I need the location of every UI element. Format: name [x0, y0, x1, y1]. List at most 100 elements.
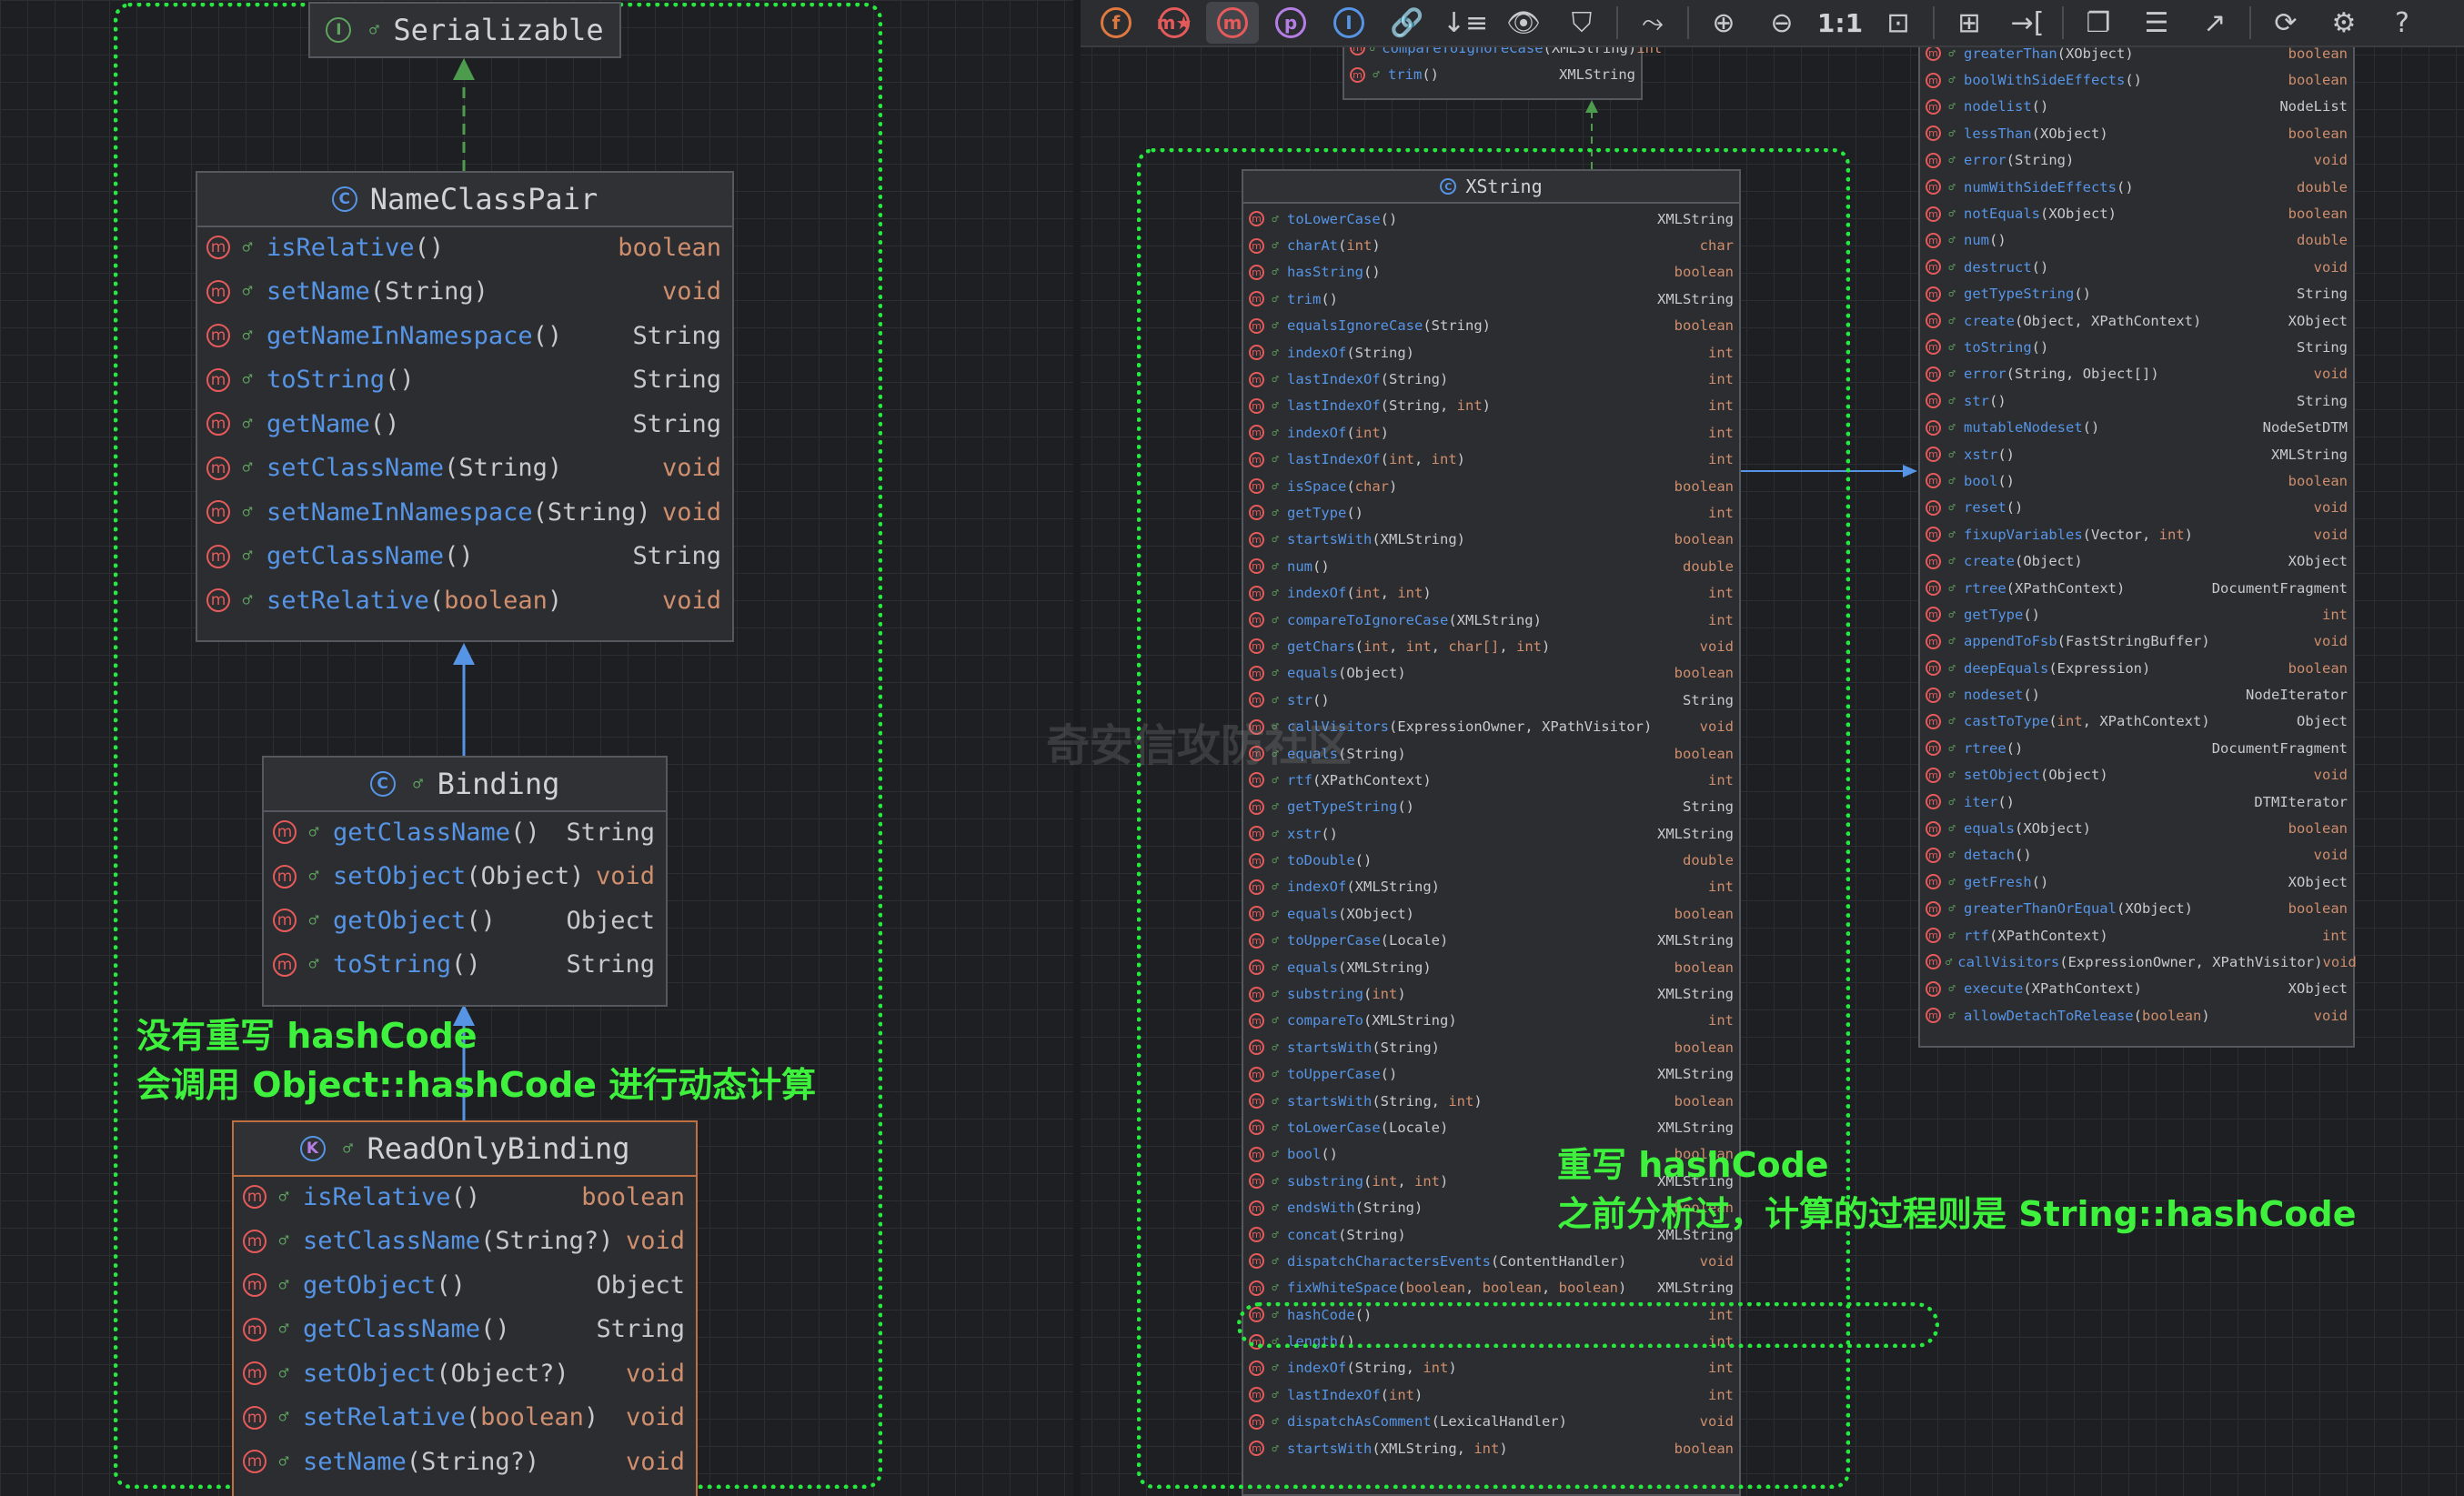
visibility-toggle-button[interactable]: 👁 [1497, 2, 1550, 44]
method-row[interactable]: m♂equalsIgnoreCase(String)boolean [1243, 313, 1739, 339]
method-row[interactable]: m♂getType()int [1920, 601, 2353, 628]
method-row[interactable]: m♂toString()String [197, 366, 732, 394]
method-row[interactable]: m♂castToType(int, XPathContext)Object [1920, 708, 2353, 735]
dependencies-toggle-button[interactable]: 🔗 [1381, 2, 1433, 44]
method-row[interactable]: m♂greaterThanOrEqual(XObject)boolean [1920, 896, 2353, 922]
method-row[interactable]: m♂toLowerCase(Locale)XMLString [1243, 1114, 1739, 1140]
layout-button[interactable]: ⊞ [1943, 2, 1996, 44]
method-row[interactable]: m♂str()String [1243, 687, 1739, 713]
method-row[interactable]: m♂setName(String?)void [234, 1448, 696, 1476]
method-row[interactable]: m♂concat(String)XMLString [1243, 1221, 1739, 1248]
method-row[interactable]: m♂hashCode()int [1243, 1301, 1739, 1328]
method-row[interactable]: m♂getType()int [1243, 499, 1739, 526]
method-row[interactable]: m♂setRelative(boolean)void [197, 587, 732, 615]
method-row[interactable]: m♂isRelative()boolean [197, 234, 732, 262]
show-notes-button[interactable]: ☰ [2130, 2, 2183, 44]
method-row[interactable]: m♂getObject()Object [264, 907, 666, 935]
method-row[interactable]: m♂compareToIgnoreCase(XMLString)int [1243, 607, 1739, 633]
method-row[interactable]: m♂boolWithSideEffects()boolean [1920, 66, 2353, 93]
method-row[interactable]: m♂lastIndexOf(int, int)int [1243, 447, 1739, 473]
method-row[interactable]: m♂error(String, Object[])void [1920, 361, 2353, 387]
method-row[interactable]: m♂toString()String [264, 950, 666, 979]
filter-toggle-button[interactable]: ⛉ [1555, 2, 1608, 44]
method-row[interactable]: m♂setName(String)void [197, 277, 732, 306]
method-row[interactable]: m♂nodelist()NodeList [1920, 94, 2353, 120]
settings-button[interactable]: ⚙ [2318, 2, 2370, 44]
method-row[interactable]: m♂setRelative(boolean)void [234, 1403, 696, 1431]
properties-toggle-button[interactable]: p [1264, 2, 1317, 44]
method-row[interactable]: m♂fixWhiteSpace(boolean, boolean, boolea… [1243, 1275, 1739, 1301]
method-row[interactable]: m♂setObject(Object)void [1920, 762, 2353, 788]
method-row[interactable]: m♂lastIndexOf(int)int [1243, 1381, 1739, 1408]
method-row[interactable]: m♂getChars(int, int, char[], int)void [1243, 633, 1739, 659]
method-row[interactable]: m♂trim()XMLString [1344, 61, 1641, 87]
method-row[interactable]: m♂setObject(Object?)void [234, 1360, 696, 1388]
method-row[interactable]: m♂toDouble()double [1243, 847, 1739, 873]
fields-toggle-button[interactable]: f [1090, 2, 1142, 44]
method-row[interactable]: m♂allowDetachToRelease(boolean)void [1920, 1002, 2353, 1029]
method-row[interactable]: m♂reset()void [1920, 495, 2353, 521]
method-row[interactable]: m♂toUpperCase()XMLString [1243, 1061, 1739, 1088]
method-row[interactable]: m♂setClassName(String?)void [234, 1227, 696, 1255]
method-row[interactable]: m♂getNameInNamespace()String [197, 322, 732, 350]
method-row[interactable]: m♂isRelative()boolean [234, 1183, 696, 1211]
method-row[interactable]: m♂getFresh()XObject [1920, 868, 2353, 895]
method-row[interactable]: m♂execute(XPathContext)XObject [1920, 976, 2353, 1002]
method-row[interactable]: m♂getName()String [197, 410, 732, 438]
method-row[interactable]: m♂detach()void [1920, 842, 2353, 868]
readonlybinding-class[interactable]: K ♂ ReadOnlyBinding m♂isRelative()boolea… [232, 1120, 698, 1496]
method-row[interactable]: m♂equals(Object)boolean [1243, 660, 1739, 687]
refresh-button[interactable]: ⟳ [2259, 2, 2312, 44]
method-row[interactable]: m♂indexOf(int)int [1243, 419, 1739, 446]
method-row[interactable]: m♂dispatchAsComment(LexicalHandler)void [1243, 1409, 1739, 1435]
method-row[interactable]: m♂indexOf(String)int [1243, 339, 1739, 366]
method-row[interactable]: m♂getObject()Object [234, 1271, 696, 1300]
method-row[interactable]: m♂getClassName()String [264, 818, 666, 847]
method-row[interactable]: m♂setNameInNamespace(String)void [197, 498, 732, 527]
method-row[interactable]: m♂xstr()XMLString [1243, 820, 1739, 847]
method-row[interactable]: m♂destruct()void [1920, 254, 2353, 280]
method-row[interactable]: m♂equals(XMLString)boolean [1243, 954, 1739, 980]
methods-starred-toggle-button[interactable]: m★ [1148, 2, 1201, 44]
method-row[interactable]: m♂nodeset()NodeIterator [1920, 681, 2353, 708]
zoom-in-button[interactable]: ⊕ [1697, 2, 1750, 44]
method-row[interactable]: m♂bool()boolean [1243, 1141, 1739, 1168]
method-row[interactable]: m♂rtree(XPathContext)DocumentFragment [1920, 575, 2353, 601]
method-row[interactable]: m♂numWithSideEffects()double [1920, 174, 2353, 200]
method-row[interactable]: m♂indexOf(XMLString)int [1243, 874, 1739, 900]
methods-toggle-button[interactable]: m [1206, 2, 1259, 44]
method-row[interactable]: m♂xstr()XMLString [1920, 441, 2353, 467]
method-row[interactable]: m♂trim()XMLString [1243, 286, 1739, 312]
inner-classes-toggle-button[interactable]: I [1323, 2, 1375, 44]
method-row[interactable]: m♂isSpace(char)boolean [1243, 473, 1739, 499]
method-row[interactable]: m♂lastIndexOf(String)int [1243, 366, 1739, 392]
method-row[interactable]: m♂substring(int, int)XMLString [1243, 1168, 1739, 1194]
method-row[interactable]: m♂substring(int)XMLString [1243, 980, 1739, 1007]
method-row[interactable]: m♂num()double [1920, 227, 2353, 254]
method-row[interactable]: m♂getClassName()String [234, 1315, 696, 1343]
sort-toggle-button[interactable]: ↓≡ [1439, 2, 1492, 44]
method-row[interactable]: m♂greaterThan(XObject)boolean [1920, 40, 2353, 66]
method-row[interactable]: m♂bool()boolean [1920, 467, 2353, 494]
method-row[interactable]: m♂startsWith(String, int)boolean [1243, 1088, 1739, 1114]
method-row[interactable]: m♂toLowerCase()XMLString [1243, 206, 1739, 232]
method-row[interactable]: m♂startsWith(String)boolean [1243, 1034, 1739, 1060]
method-row[interactable]: m♂error(String)void [1920, 147, 2353, 174]
fit-content-button[interactable]: ⊡ [1872, 2, 1925, 44]
serializable-interface[interactable]: I ♂ Serializable [308, 2, 621, 58]
method-row[interactable]: m♂indexOf(String, int)int [1243, 1355, 1739, 1381]
help-button[interactable]: ? [2376, 2, 2429, 44]
method-row[interactable]: m♂toUpperCase(Locale)XMLString [1243, 928, 1739, 954]
method-row[interactable]: m♂rtree()DocumentFragment [1920, 735, 2353, 761]
method-row[interactable]: m♂appendToFsb(FastStringBuffer)void [1920, 628, 2353, 655]
method-row[interactable]: m♂getTypeString()String [1243, 794, 1739, 820]
method-row[interactable]: m♂charAt(int)char [1243, 232, 1739, 258]
method-row[interactable]: m♂create(Object, XPathContext)XObject [1920, 307, 2353, 334]
method-row[interactable]: m♂equals(XObject)boolean [1920, 815, 2353, 841]
method-row[interactable]: m♂rtf(XPathContext)int [1920, 922, 2353, 949]
method-row[interactable]: m♂startsWith(XMLString, int)boolean [1243, 1435, 1739, 1461]
